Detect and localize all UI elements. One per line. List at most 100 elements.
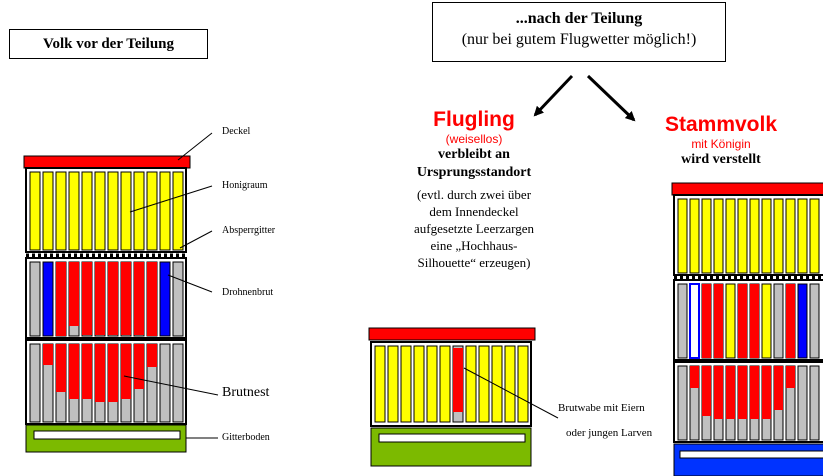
brood-frame-red xyxy=(714,284,723,358)
honey-frame xyxy=(374,345,386,423)
empty-frame xyxy=(29,343,41,423)
brood-frame-red xyxy=(786,284,795,358)
honey-frame xyxy=(439,345,451,423)
brood-frame-red xyxy=(121,344,131,399)
label-brutnest: Brutnest xyxy=(222,385,270,400)
brood-frame-red xyxy=(702,284,711,358)
brood-frame-red xyxy=(690,366,699,388)
arrow-to-flugling xyxy=(533,74,574,117)
flugling-hive xyxy=(368,327,559,467)
stammvolk-sub: mit Königin xyxy=(691,137,751,151)
honey-frame xyxy=(713,198,724,274)
brood-frame-red xyxy=(56,262,66,336)
brood-frame-red xyxy=(134,262,144,335)
drone-frame xyxy=(797,283,808,359)
left-leader-lines xyxy=(123,132,219,439)
honey-frame xyxy=(81,171,93,251)
honey-frame xyxy=(725,283,736,359)
honey-frame xyxy=(426,345,438,423)
brood-frame-red xyxy=(774,366,783,410)
honey-frame xyxy=(491,345,503,423)
honey-frame xyxy=(94,171,106,251)
honey-frame xyxy=(761,198,772,274)
honey-frame xyxy=(387,345,399,423)
brood-frame-red xyxy=(738,366,747,419)
label-honigraum: Honigraum xyxy=(222,180,268,191)
note-line: (evtl. durch zwei über xyxy=(416,187,532,202)
brutwabe-label-2: oder jungen Larven xyxy=(566,427,653,439)
left-drone-frames xyxy=(29,261,184,337)
stammvolk-name: Stammvolk xyxy=(664,113,778,136)
brood-frame-red xyxy=(121,262,131,335)
honey-frame xyxy=(797,198,808,274)
honey-frame xyxy=(785,198,796,274)
brood-frame-red xyxy=(786,366,795,388)
brood-frame-red xyxy=(95,262,105,335)
honey-frame xyxy=(773,198,784,274)
empty-frame xyxy=(809,365,820,441)
stammvolk-drone-frames xyxy=(677,283,820,359)
left-title: Volk vor der Teilung xyxy=(42,36,175,52)
top-box-line1: ...nach der Teilung xyxy=(515,10,643,27)
brood-frame-red xyxy=(95,344,105,402)
brood-frame-red xyxy=(43,344,53,365)
left-hive xyxy=(23,155,191,453)
honey-frame xyxy=(478,345,490,423)
honey-frame xyxy=(107,171,119,251)
brood-frame-red xyxy=(453,348,463,412)
flugling-bold2: Ursprungsstandort xyxy=(416,165,532,180)
brood-frame-red xyxy=(134,344,144,389)
brood-frame-red xyxy=(750,366,759,419)
empty-frame xyxy=(677,365,688,441)
brood-frame-red xyxy=(714,366,723,419)
brood-frame-red xyxy=(147,344,157,367)
empty-drone-frame xyxy=(689,283,700,359)
honey-frame xyxy=(120,171,132,251)
top-box-line2: (nur bei gutem Flugwetter möglich!) xyxy=(461,31,697,48)
note-line: dem Innendeckel xyxy=(429,204,519,219)
empty-frame xyxy=(159,343,171,423)
honey-frame xyxy=(761,283,772,359)
note-line: aufgesetzte Leerzargen xyxy=(414,221,534,236)
brood-frame-red xyxy=(108,262,118,335)
arrow-to-stammvolk xyxy=(586,74,636,122)
honey-frame xyxy=(172,171,184,251)
honey-frame xyxy=(504,345,516,423)
honey-frame xyxy=(55,171,67,251)
left-title-box: Volk vor der Teilung xyxy=(9,29,208,59)
honey-frame xyxy=(809,198,820,274)
flugling-frames xyxy=(374,345,529,423)
flugling-sub: (weisellos) xyxy=(445,132,503,146)
honey-frame xyxy=(29,171,41,251)
brood-frame-red xyxy=(82,262,92,335)
honey-frame xyxy=(413,345,425,423)
brutwabe-label-1: Brutwabe mit Eiern xyxy=(558,402,645,414)
flugling-note: (evtl. durch zwei über dem Innendeckel a… xyxy=(374,186,574,271)
stammvolk-block: Stammvolk mit Königin wird verstellt xyxy=(636,113,806,169)
honey-frame xyxy=(701,198,712,274)
brood-frame-red xyxy=(702,366,711,416)
brood-frame-red xyxy=(726,366,735,419)
brood-frame-red xyxy=(69,262,79,326)
note-line: Silhouette“ erzeugen) xyxy=(417,255,531,270)
stammvolk-boden xyxy=(673,443,823,476)
drone-frame xyxy=(42,261,54,337)
honey-frame xyxy=(737,198,748,274)
stammvolk-brood-frames xyxy=(677,365,820,441)
honey-frame xyxy=(677,198,688,274)
top-box: ...nach der Teilung (nur bei gutem Flugw… xyxy=(432,2,726,62)
empty-frame xyxy=(773,283,784,359)
empty-frame xyxy=(677,283,688,359)
label-deckel: Deckel xyxy=(222,126,251,137)
flugling-block: Flugling (weisellos) verbleibt an Urspru… xyxy=(374,108,574,271)
honey-frame xyxy=(42,171,54,251)
flugling-name: Flugling xyxy=(433,108,515,131)
honey-frame xyxy=(133,171,145,251)
brood-frame-red xyxy=(762,366,771,419)
left-deckel xyxy=(23,155,191,169)
label-absperrgitter: Absperrgitter xyxy=(222,225,276,236)
brood-frame-red xyxy=(738,284,747,358)
honey-frame xyxy=(465,345,477,423)
stammvolk-honey-frames xyxy=(677,198,820,274)
